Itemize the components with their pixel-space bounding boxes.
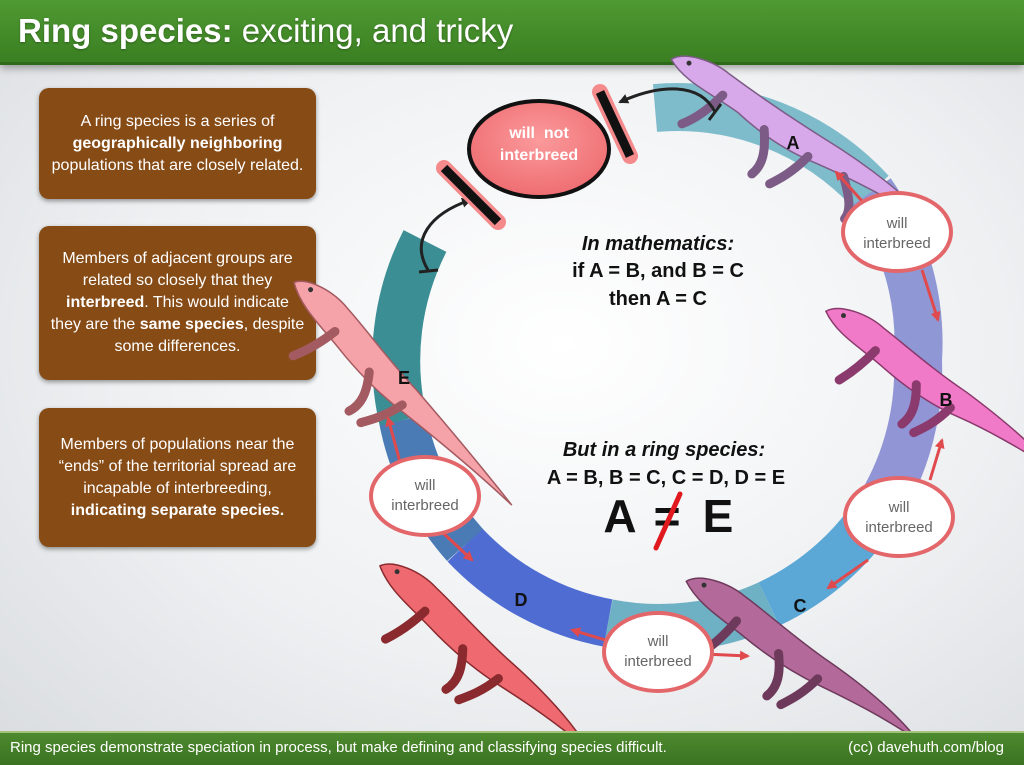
bubble-ab: will interbreed (841, 191, 953, 273)
bubble-bc-line2: interbreed (865, 519, 933, 536)
info-box-adjacent: Members of adjacent groups are related s… (39, 226, 316, 380)
math-line1: if A = B, and B = C (572, 260, 744, 282)
title-bold: Ring species: (18, 12, 233, 49)
lizard-c (685, 577, 919, 731)
arrow-de-down (438, 528, 474, 562)
bubble-de: will interbreed (369, 455, 481, 537)
info-text-part: geographically neighboring (72, 134, 283, 152)
bubble-de-line1: will (414, 477, 436, 494)
info-text-part: interbreed (66, 294, 145, 311)
info-text-part: . This would indicate they are the (50, 294, 289, 333)
bubble-bc-line1: will (888, 499, 910, 516)
no-bubble-line1: will not (508, 125, 569, 142)
info-box-definition: A ring species is a series of geographic… (39, 88, 316, 199)
population-labels: A B C D E (398, 133, 953, 616)
bubble-cd: will interbreed (602, 611, 714, 693)
label-b: B (940, 390, 953, 410)
info-text-part: populations that are closely related. (51, 156, 304, 174)
math-line2: then A = C (609, 288, 707, 310)
title-rest: exciting, and tricky (241, 12, 514, 49)
result-left: A (603, 490, 636, 542)
footer-caption: Ring species demonstrate speciation in p… (10, 739, 667, 756)
ring-diagram: will not interbreed will interbreed will… (288, 55, 1024, 731)
arrow-bc-down (826, 558, 869, 590)
bubble-ab-line2: interbreed (863, 235, 931, 252)
ring-heading: But in a ring species: (563, 439, 765, 461)
will-not-interbreed-bubble: will not interbreed (467, 99, 611, 199)
barrier-right (595, 90, 635, 158)
barriers (436, 84, 638, 230)
label-a: A (787, 133, 800, 153)
label-d: D (515, 590, 528, 610)
ring-line: A = B, B = C, C = D, D = E (547, 467, 785, 489)
ring-segment-d (447, 528, 613, 647)
info-text-part: A ring species is a series of (80, 112, 275, 130)
blocked-arrow-a (618, 87, 717, 113)
footer-bar: Ring species demonstrate speciation in p… (0, 731, 1024, 765)
lizard-d (378, 563, 592, 731)
info-box-ends: Members of populations near the “ends” o… (39, 408, 316, 547)
info-text-part: Members of populations near the “ends” o… (58, 435, 297, 497)
info-text-part: Members of adjacent groups are related s… (62, 250, 293, 289)
lizard-b (824, 307, 1024, 472)
arrow-de-up (385, 416, 402, 463)
result-right: E (703, 490, 734, 542)
blocked-arrows (418, 87, 723, 274)
arrow-ab-down (920, 269, 941, 322)
barrier-left (440, 164, 502, 226)
bubble-cd-line1: will (647, 633, 669, 650)
info-text-part: same species (139, 316, 244, 333)
label-c: C (794, 596, 807, 616)
label-e: E (398, 368, 410, 388)
center-text: In mathematics: if A = B, and B = C then… (547, 233, 785, 542)
no-bubble-line2: interbreed (500, 147, 578, 164)
bubble-ab-line1: will (886, 215, 908, 232)
not-equal-slash (653, 491, 683, 551)
blocked-arrow-a-stop (707, 103, 723, 121)
math-heading: In mathematics: (582, 233, 734, 255)
blocked-arrow-e (419, 197, 472, 271)
header-bar: Ring species: exciting, and tricky (0, 0, 1024, 65)
lizard-e (288, 280, 513, 506)
info-text-part: , despite some differences. (114, 316, 305, 355)
blocked-arrow-e-stop (418, 268, 439, 274)
bubble-bc: will interbreed (843, 476, 955, 558)
page-title: Ring species: exciting, and tricky (18, 12, 513, 50)
info-text-part: indicating separate species. (70, 501, 285, 519)
arrow-bc-up (928, 438, 945, 481)
bubble-de-line2: interbreed (391, 497, 459, 514)
footer-credit: (cc) davehuth.com/blog (848, 739, 1004, 756)
bubble-cd-line2: interbreed (624, 653, 692, 670)
